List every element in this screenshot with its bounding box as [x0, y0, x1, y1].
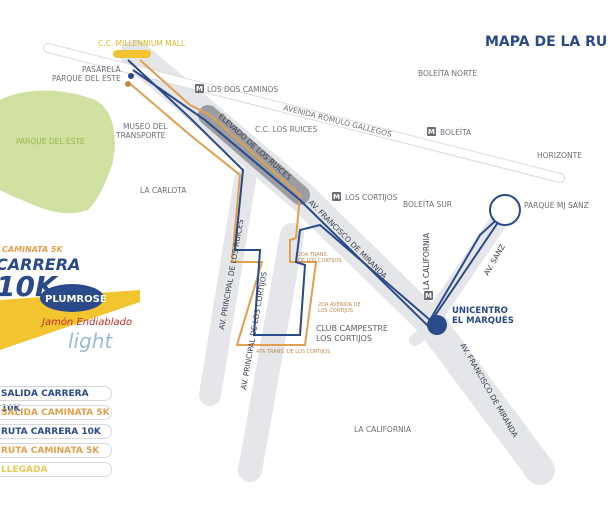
label-2da-trans: 2DA TRANS.: [298, 252, 329, 258]
legend-ruta-10k: RUTA CARRERA 10K: [0, 424, 112, 439]
svg-text:Jamón Endiablado: Jamón Endiablado: [40, 316, 132, 328]
svg-text:M: M: [428, 128, 435, 136]
label-club-campestre: LOS CORTIJOS: [316, 334, 372, 343]
label-los-cortijos: LOS CORTIJOS: [345, 193, 398, 202]
label-2da-avenida: LOS CORTIJOS: [318, 308, 353, 314]
road-av-cortijos: [238, 223, 304, 482]
label-parque-del-este: PARQUE DEL ESTE: [16, 137, 85, 146]
svg-text:CAMINATA 5K: CAMINATA 5K: [2, 245, 64, 254]
label-boleita-norte: BOLEÍTA NORTE: [418, 69, 477, 78]
metro-icon: [332, 192, 341, 201]
route-5k: [127, 59, 318, 346]
label-unicentro: EL MARQUÉS: [452, 314, 514, 326]
label-la-california: LA CALIFORNIA: [354, 425, 412, 434]
parque-mj-sanz-marker: [489, 194, 521, 226]
svg-text:M: M: [196, 85, 203, 93]
map-title: MAPA DE LA RU: [485, 34, 607, 50]
metro-icon: [427, 127, 436, 136]
svg-text:M: M: [425, 292, 432, 300]
metro-icon: [424, 291, 433, 300]
label-pasarela: PASARELA: [82, 65, 122, 74]
svg-text:light: light: [68, 329, 113, 353]
label-av-francisco-de-miranda: AV. FRANCISCO DE MIRANDA: [307, 198, 390, 281]
legend-llegada: LLEGADA: [0, 462, 112, 477]
metro-icons: M M M M: [195, 84, 436, 300]
legend-salida-5k: SALIDA CAMINATA 5K: [0, 405, 112, 420]
finish-marker: [113, 50, 151, 58]
svg-text:CARRERA: CARRERA: [0, 255, 80, 274]
label-pasarela: PARQUE DEL ESTE: [52, 74, 121, 83]
label-4ta-trans: 4TA TRANS. DE LOS CORTIJOS: [256, 349, 330, 355]
label-cc-los-ruices: C.C. LOS RUICES: [255, 125, 317, 134]
label-parque-mj-sanz: PARQUE MJ SANZ: [524, 201, 589, 210]
parque-del-este-area: [0, 90, 115, 214]
label-horizonte: HORIZONTE: [537, 151, 582, 160]
label-2da-trans: DE LOS CORTIJOS: [298, 258, 342, 264]
label-la-carlota: LA CARLOTA: [140, 186, 187, 195]
start-10k-marker: [128, 73, 134, 79]
label-2da-avenida: 2DA AVENIDA DE: [318, 302, 361, 308]
label-museo: MUSEO DEL: [123, 122, 168, 131]
unicentro-marker: [427, 315, 447, 335]
label-club-campestre: CLUB CAMPESTRE: [316, 324, 388, 333]
metro-icon: [195, 84, 204, 93]
label-unicentro: UNICENTRO: [452, 306, 508, 316]
label-la-california-street: LA CALIFORNIA: [422, 232, 431, 290]
label-boleita-sur: BOLEÍTA SUR: [403, 200, 452, 209]
label-dos-caminos: LOS DOS CAMINOS: [207, 85, 278, 94]
event-logo: CAMINATA 5K CARRERA 10K PLUMROSE Jamón E…: [0, 240, 150, 380]
legend-ruta-5k: RUTA CAMINATA 5K: [0, 443, 112, 458]
legend-salida-10k: SALIDA CARRERA 10K: [0, 386, 112, 414]
svg-text:PLUMROSE: PLUMROSE: [45, 294, 107, 305]
route-10k-return: [132, 69, 506, 328]
route-10k: [127, 59, 506, 336]
label-museo: TRANSPORTE: [115, 131, 166, 140]
label-millennium: C.C. MILLENNIUM MALL: [98, 39, 186, 48]
svg-text:M: M: [333, 193, 340, 201]
label-boleita: BOLEÍTA: [440, 128, 472, 137]
start-5k-marker: [125, 81, 131, 87]
